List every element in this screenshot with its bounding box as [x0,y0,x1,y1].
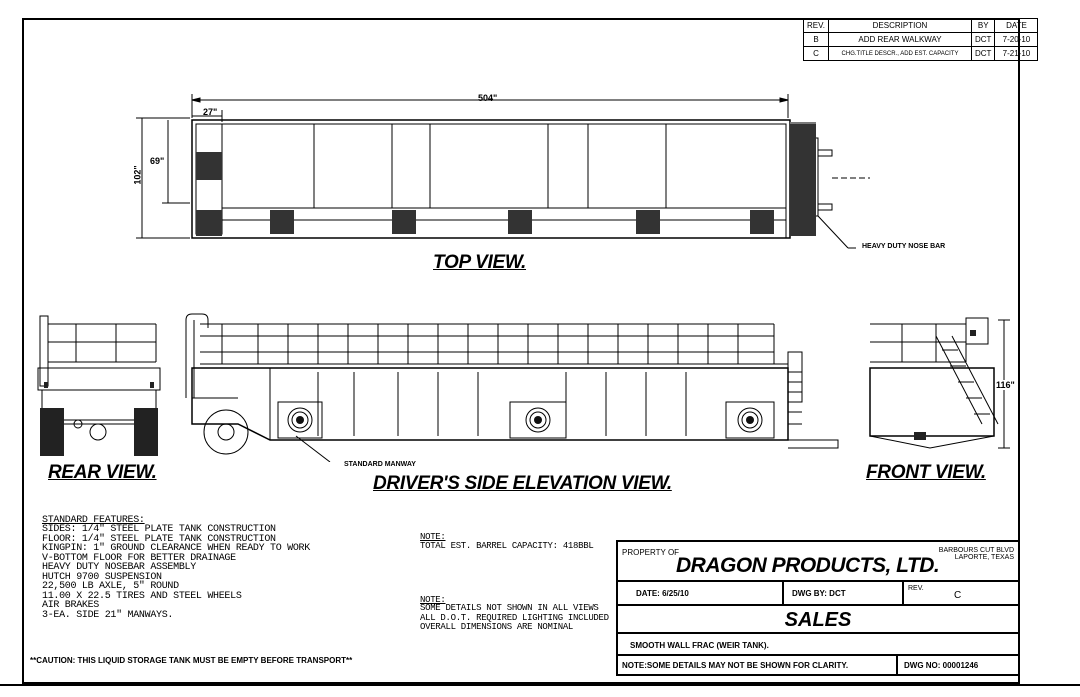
manway-callout: STANDARD MANWAY [344,461,416,468]
note-line: OVERALL DIMENSIONS ARE NOMINAL [420,622,574,632]
feature-line: SIDES: 1/4" STEEL PLATE TANK CONSTRUCTIO… [42,524,276,535]
rear-view-title: REAR VIEW. [48,462,157,483]
height-dimension: 116" [996,380,1015,390]
feature-line: V-BOTTOM FLOOR FOR BETTER DRAINAGE [42,552,236,564]
drawing-number: DWG NO: 00001246 [904,661,979,670]
by-cell: DCT [970,32,996,47]
address-line: LAPORTE, TEXAS [954,554,1014,561]
feature-line: 22,500 LB AXLE, 5" ROUND [42,581,179,592]
features-list: SIDES: 1/4" STEEL PLATE TANK CONSTRUCTIO… [42,525,310,620]
date-header: DATE [994,18,1039,33]
feature-line: HUTCH 9700 SUSPENSION [42,571,162,583]
rev-cell: B [803,32,829,47]
feature-line: FLOOR: 1/4" STEEL PLATE TANK CONSTRUCTIO… [42,533,276,545]
feature-line: 3-EA. SIDE 21" MANWAYS. [42,609,174,621]
sales-title: SALES [784,609,852,631]
revision-header-row: REV. DESCRIPTION BY DATE [803,18,1039,33]
note2-heading: NOTE: [420,595,446,605]
front-view-title: FRONT VIEW. [866,462,986,483]
description-header: DESCRIPTION [828,18,972,33]
revision-row: C CHG.TITLE DESCR., ADD EST. CAPACITY DC… [803,46,1039,61]
drawing-border [22,18,1020,684]
drawn-by: DWG BY: DCT [792,589,846,598]
nose-bar-callout: HEAVY DUTY NOSE BAR [862,243,946,250]
date-cell: 7-21-10 [994,46,1039,61]
rev-header: REV. [803,18,829,33]
company-row: PROPERTY OF DRAGON PRODUCTS, LTD. BARBOU… [618,542,1018,582]
features-heading: STANDARD FEATURES: [42,515,145,526]
revision-table: REV. DESCRIPTION BY DATE B ADD REAR WALK… [803,18,1039,61]
clarity-note: NOTE:SOME DETAILS MAY NOT BE SHOWN FOR C… [622,661,849,670]
divider [896,656,898,676]
date-cell: 7-20-10 [994,32,1039,47]
description-row: SMOOTH WALL FRAC (WEIR TANK). [618,634,1018,656]
divider [902,582,904,604]
side-view-title: DRIVER'S SIDE ELEVATION VIEW. [373,473,672,494]
rev-label: REV. [908,585,924,592]
caution-note: **CAUTION: THIS LIQUID STORAGE TANK MUST… [30,656,353,665]
feature-line: AIR BRAKES [42,600,100,611]
footer-row: NOTE:SOME DETAILS MAY NOT BE SHOWN FOR C… [618,656,1018,676]
feature-line: HEAVY DUTY NOSEBAR ASSEMBLY [42,562,196,573]
description-cell: ADD REAR WALKWAY [828,32,972,47]
note-line: SOME DETAILS NOT SHOWN IN ALL VIEWS [420,603,599,613]
property-of-label: PROPERTY OF [622,548,680,557]
top-view-title: TOP VIEW. [433,252,527,273]
note1-heading: NOTE: [420,532,446,542]
company-address: BARBOURS CUT BLVD LAPORTE, TEXAS [939,547,1014,561]
sales-row: SALES [618,606,1018,634]
feature-line: 11.00 X 22.5 TIRES AND STEEL WHEELS [42,590,242,602]
address-line: BARBOURS CUT BLVD [938,547,1014,554]
bottom-rule [0,684,1080,686]
top-view-drawing [136,94,870,249]
front-view-drawing [869,317,1010,449]
general-notes: SOME DETAILS NOT SHOWN IN ALL VIEWS ALL … [420,603,609,633]
length-dimension: 504" [478,93,498,103]
rear-view-drawing [37,315,161,456]
walkway-dimension: 27" [203,107,218,117]
note-line: ALL D.O.T. REQUIRED LIGHTING INCLUDED [420,612,609,623]
drawing-date: DATE: 6/25/10 [636,589,689,598]
date-row: DATE: 6/25/10 DWG BY: DCT REV. C [618,582,1018,606]
revision-row: B ADD REAR WALKWAY DCT 7-20-10 [803,32,1039,47]
width-dimension: 102" [132,165,143,185]
description-cell: CHG.TITLE DESCR., ADD EST. CAPACITY [828,46,972,61]
company-name: DRAGON PRODUCTS, LTD. [676,554,940,577]
inner-dimension: 69" [150,156,165,166]
divider [782,582,784,604]
feature-line: KINGPIN: 1" GROUND CLEARANCE WHEN READY … [42,543,310,554]
tank-description: SMOOTH WALL FRAC (WEIR TANK). [630,641,769,650]
by-cell: DCT [970,46,996,61]
capacity-note: TOTAL EST. BARREL CAPACITY: 418BBL [420,541,594,551]
side-elevation-drawing [185,313,839,462]
by-header: BY [970,18,996,33]
rev-cell: C [803,46,829,61]
title-block: PROPERTY OF DRAGON PRODUCTS, LTD. BARBOU… [616,540,1020,676]
rev-value: C [954,590,962,601]
